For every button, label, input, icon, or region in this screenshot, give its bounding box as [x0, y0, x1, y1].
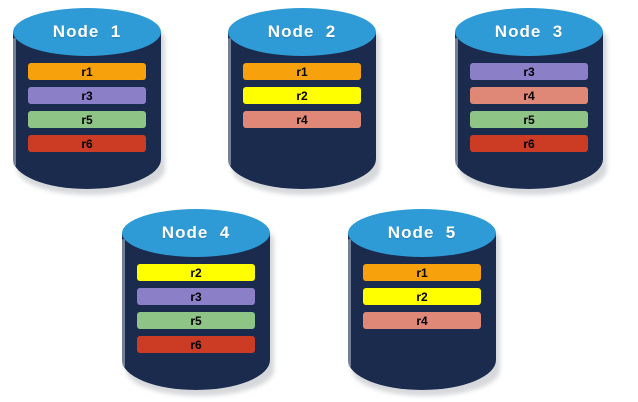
- node-title: Node 3: [494, 22, 564, 41]
- replica-label: r4: [523, 88, 535, 103]
- replica-label: r2: [190, 265, 202, 280]
- replica-bar-r5[interactable]: r5: [470, 111, 588, 128]
- replica-bar-r2[interactable]: r2: [243, 87, 361, 104]
- replica-list: r1 r2 r4: [348, 264, 496, 329]
- node-top-ellipse: [228, 8, 376, 56]
- replica-label: r3: [190, 289, 202, 304]
- replica-bar-r3[interactable]: r3: [470, 63, 588, 80]
- replica-list: r1 r3 r5 r6: [13, 63, 161, 152]
- replica-bar-r4[interactable]: r4: [363, 312, 481, 329]
- replica-bar-r6[interactable]: r6: [470, 135, 588, 152]
- node-cylinder-1[interactable]: Node 1 r1 r3 r5 r6: [13, 8, 165, 195]
- node-top-ellipse: [122, 209, 270, 257]
- replica-label: r5: [81, 112, 93, 127]
- replica-label: r6: [81, 136, 93, 151]
- node-edge-highlight: [455, 38, 458, 166]
- replica-bar-r1[interactable]: r1: [363, 264, 481, 281]
- replica-bar-r4[interactable]: r4: [243, 111, 361, 128]
- replica-label: r3: [523, 64, 535, 79]
- replica-label: r4: [296, 112, 308, 127]
- replica-bar-r2[interactable]: r2: [137, 264, 255, 281]
- replica-label: r1: [81, 64, 93, 79]
- replica-bar-r6[interactable]: r6: [28, 135, 146, 152]
- node-title: Node 5: [387, 223, 457, 242]
- node-title: Node 2: [267, 22, 337, 41]
- node-top-ellipse: [13, 8, 161, 56]
- replica-label: r1: [296, 64, 308, 79]
- node-cylinder-2[interactable]: Node 2 r1 r2 r4: [228, 8, 380, 195]
- node-cylinder-3[interactable]: Node 3 r3 r4 r5 r6: [455, 8, 607, 195]
- replica-label: r6: [523, 136, 535, 151]
- replica-label: r5: [523, 112, 535, 127]
- node-edge-highlight: [228, 38, 231, 166]
- node-edge-highlight: [13, 38, 16, 166]
- node-top-ellipse: [455, 8, 603, 56]
- replica-bar-r5[interactable]: r5: [137, 312, 255, 329]
- node-edge-highlight: [348, 239, 351, 367]
- replica-bar-r6[interactable]: r6: [137, 336, 255, 353]
- node-title: Node 4: [161, 223, 231, 242]
- replica-label: r2: [416, 289, 428, 304]
- node-title: Node 1: [52, 22, 122, 41]
- replica-bar-r3[interactable]: r3: [137, 288, 255, 305]
- replica-label: r4: [416, 313, 428, 328]
- replica-list: r2 r3 r5 r6: [122, 264, 270, 353]
- replica-bar-r4[interactable]: r4: [470, 87, 588, 104]
- replica-label: r2: [296, 88, 308, 103]
- replica-list: r3 r4 r5 r6: [455, 63, 603, 152]
- replica-list: r1 r2 r4: [228, 63, 376, 128]
- replica-bar-r3[interactable]: r3: [28, 87, 146, 104]
- node-top-ellipse: [348, 209, 496, 257]
- replica-bar-r1[interactable]: r1: [243, 63, 361, 80]
- node-cylinder-5[interactable]: Node 5 r1 r2 r4: [348, 209, 500, 396]
- node-edge-highlight: [122, 239, 125, 367]
- replica-bar-r2[interactable]: r2: [363, 288, 481, 305]
- node-cylinder-4[interactable]: Node 4 r2 r3 r5 r6: [122, 209, 274, 396]
- replica-label: r6: [190, 337, 202, 352]
- replica-label: r3: [81, 88, 93, 103]
- replica-label: r5: [190, 313, 202, 328]
- replica-bar-r5[interactable]: r5: [28, 111, 146, 128]
- replica-bar-r1[interactable]: r1: [28, 63, 146, 80]
- replica-label: r1: [416, 265, 428, 280]
